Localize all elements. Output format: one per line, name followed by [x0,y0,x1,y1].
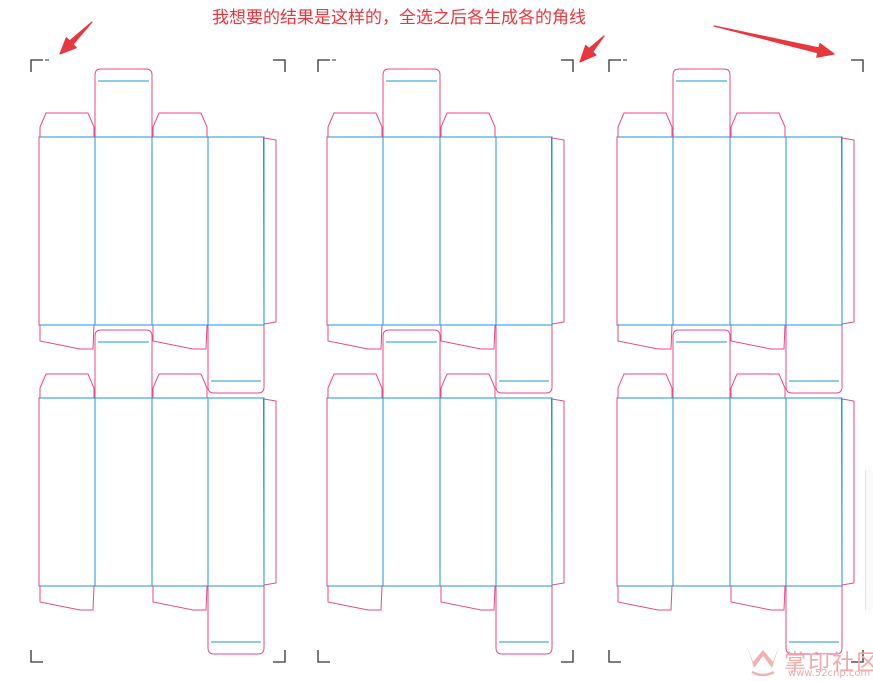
bottom-tuck-flap [785,586,843,655]
crop-mark [317,59,330,72]
top-tuck-flap [94,329,153,398]
crop-mark [851,650,864,663]
watermark-url: www.52cnp.com [788,668,871,679]
bottom-dust-flap [152,585,208,611]
crop-mark [30,59,43,72]
crop-mark [608,650,621,663]
crop-mark [317,650,330,663]
top-dust-flap [327,373,383,398]
bottom-dust-flap [617,585,673,611]
bottom-dust-flap [327,585,383,611]
top-dust-flap [152,112,208,137]
fold-line [263,397,265,587]
top-dust-flap [39,373,95,398]
scrollbar-strip [865,470,873,610]
crop-mark [30,650,43,663]
annotation-arrow-0 [59,21,93,55]
arrow-shape [59,21,93,55]
top-tuck-flap [382,68,441,137]
crop-mark [273,650,286,663]
glue-flap [263,398,277,586]
top-dust-flap [730,112,786,137]
crop-mark [273,59,286,72]
top-dust-flap [152,373,208,398]
box-dieline-4 [616,68,855,394]
box-dieline-5 [616,329,855,655]
bottom-dust-flap [152,324,208,350]
bottom-dust-flap [440,585,496,611]
annotation-arrows-layer [59,21,835,63]
annotation-arrow-2 [713,25,835,58]
annotation-arrow-1 [579,35,605,63]
fold-line [841,397,843,587]
crop-mark [851,59,864,72]
watermark-logo-icon [747,646,779,677]
glue-flap [551,137,565,325]
glue-flap [263,137,277,325]
arrow-shape [579,35,605,63]
bottom-tuck-flap [495,586,553,655]
crop-mark [561,650,574,663]
glue-flap [841,398,855,586]
top-tuck-flap [94,68,153,137]
fold-line [841,136,843,326]
top-dust-flap [39,112,95,137]
top-dust-flap [440,112,496,137]
box-dieline-2 [326,68,565,394]
bottom-dust-flap [39,324,95,350]
top-dust-flap [617,373,673,398]
bottom-dust-flap [39,585,95,611]
crop-mark [561,59,574,72]
annotation-caption: 我想要的结果是这样的，全选之后各生成各的角线 [212,8,586,28]
box-dieline-1 [38,329,277,655]
fold-line [551,397,553,587]
bottom-dust-flap [440,324,496,350]
top-tuck-flap [672,68,731,137]
bottom-tuck-flap [785,325,843,394]
top-tuck-flap [672,329,731,398]
crop-mark [608,59,621,72]
top-dust-flap [617,112,673,137]
top-dust-flap [440,373,496,398]
glue-flap [841,137,855,325]
bottom-tuck-flap [207,586,265,655]
bottom-tuck-flap [207,325,265,394]
watermark-text: 掌印社区 [784,651,873,676]
fold-line [263,136,265,326]
bottom-dust-flap [617,324,673,350]
arrow-shape [713,25,835,58]
top-dust-flap [327,112,383,137]
bottom-dust-flap [730,324,786,350]
dieline-layer [38,68,855,655]
top-dust-flap [730,373,786,398]
box-dieline-0 [38,68,277,394]
fold-line [551,136,553,326]
bottom-tuck-flap [495,325,553,394]
crop-marks-layer [30,59,864,663]
bottom-dust-flap [730,585,786,611]
box-dieline-3 [326,329,565,655]
bottom-dust-flap [327,324,383,350]
glue-flap [551,398,565,586]
top-tuck-flap [382,329,441,398]
